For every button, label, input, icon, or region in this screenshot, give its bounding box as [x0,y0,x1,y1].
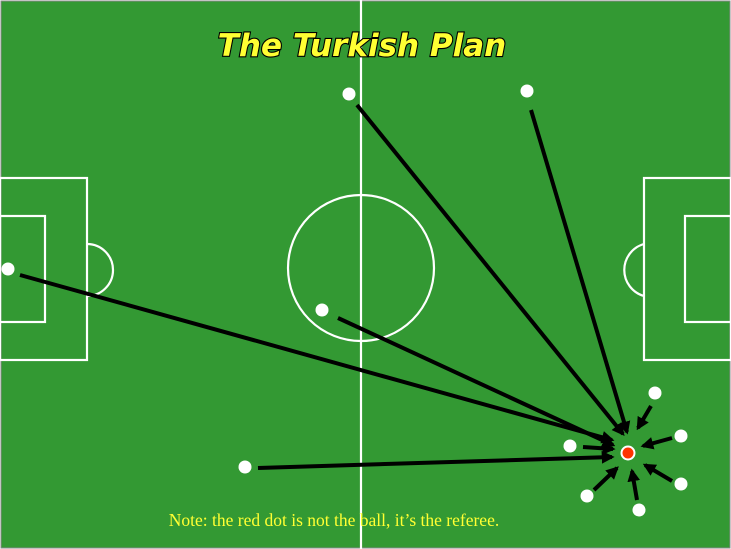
player-dot [648,386,662,400]
footnote: Note: the red dot is not the ball, it’s … [169,510,499,530]
arrow [592,466,619,492]
arrow [337,316,616,447]
right-goal-box [683,214,731,324]
arrow [19,273,615,444]
arrow [257,450,615,470]
player-dot [580,489,594,503]
left-penalty-box [0,176,89,362]
player-dot [674,429,688,443]
player-dot [342,87,356,101]
left-goal-box [0,214,47,324]
arrow [640,436,673,450]
arrow [642,463,674,483]
right-penalty-arc [623,242,645,298]
player-dot [520,84,534,98]
center-circle [286,193,436,343]
player-dot [238,460,252,474]
referee-dot [620,445,636,461]
left-penalty-arc [86,242,115,298]
arrow [582,441,616,455]
page-title: The Turkish Plan [218,28,506,64]
arrow [636,404,653,431]
arrows [19,103,674,501]
arrow [627,468,641,501]
arrow [355,103,625,436]
player-dot [563,439,577,453]
player-dot [1,262,15,276]
player-dot [632,503,646,517]
player-dot [315,303,329,317]
right-penalty-box [642,176,731,362]
player-dot [674,477,688,491]
players [1,84,688,517]
arrow [529,109,631,435]
